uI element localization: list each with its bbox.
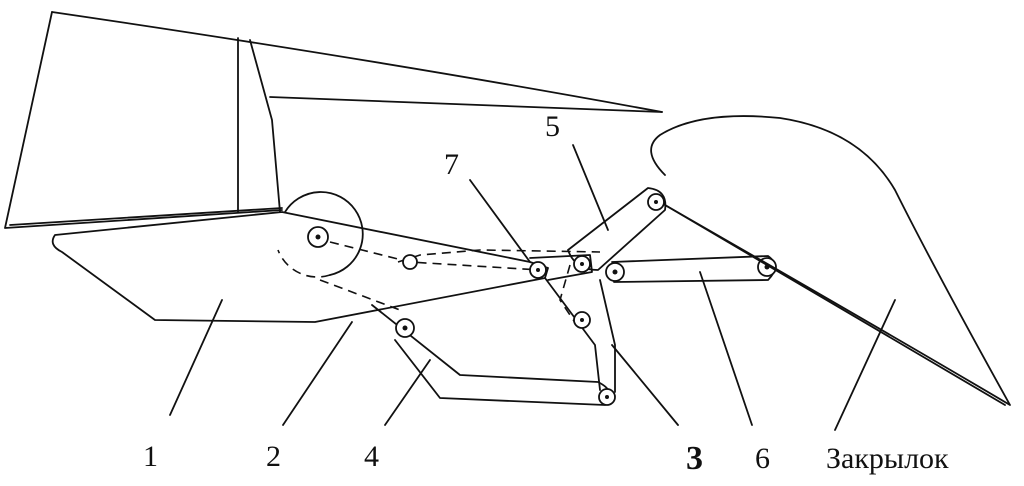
dashed-link-2 — [319, 241, 601, 331]
label-part-3: 3 — [686, 440, 703, 477]
bracket-1 — [51, 211, 549, 323]
drum — [277, 191, 364, 278]
label-part-5: 5 — [545, 110, 560, 143]
label-part-2: 2 — [266, 440, 281, 473]
wing — [4, 11, 663, 229]
leader-lines — [169, 144, 896, 431]
link-3 — [544, 277, 616, 393]
flap — [650, 115, 1011, 406]
link-5 — [567, 187, 667, 273]
label-flap: Закрылок — [826, 442, 949, 475]
link-4 — [371, 304, 616, 406]
label-part-7: 7 — [444, 148, 459, 181]
link-6 — [605, 255, 777, 283]
label-part-4: 4 — [364, 440, 379, 473]
label-part-1: 1 — [143, 440, 158, 473]
label-part-6: 6 — [755, 442, 770, 475]
pivot-7 — [529, 254, 593, 281]
